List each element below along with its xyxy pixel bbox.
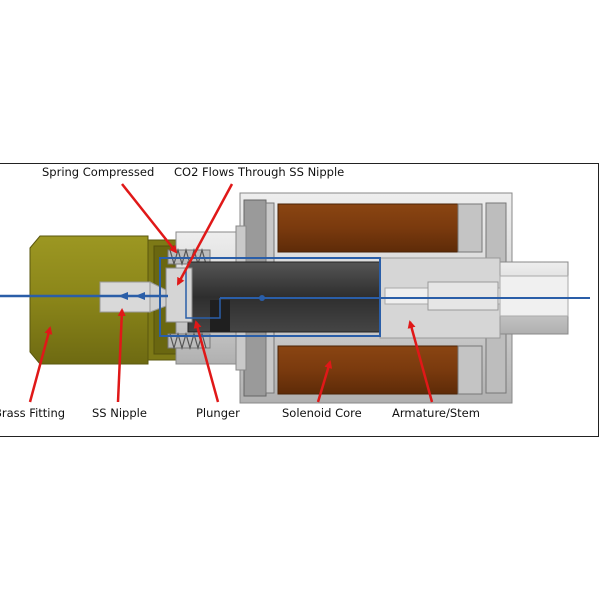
label-armature-stem: Armature/Stem (392, 406, 480, 420)
co2-flow-path (0, 270, 590, 319)
arrow-solenoid-core (316, 360, 333, 403)
label-spring-compressed: Spring Compressed (42, 165, 155, 179)
arrow-armature-stem (407, 320, 434, 403)
pointer-arrows (28, 183, 434, 403)
label-solenoid-core: Solenoid Core (282, 406, 362, 420)
solenoid-coil-top (277, 203, 459, 253)
label-ss-nipple: SS Nipple (92, 406, 147, 420)
label-co2-flows: CO2 Flows Through SS Nipple (174, 165, 345, 179)
arrow-ss-nipple (116, 308, 126, 403)
label-plunger: Plunger (196, 406, 240, 420)
arrow-spring-compressed (121, 183, 178, 254)
arrow-plunger (193, 320, 220, 403)
label-brass-fitting: Brass Fitting (0, 406, 66, 420)
arrow-co2-flows (176, 183, 234, 286)
arrow-brass-fitting (28, 326, 53, 403)
solenoid-coil-bottom (277, 345, 459, 395)
